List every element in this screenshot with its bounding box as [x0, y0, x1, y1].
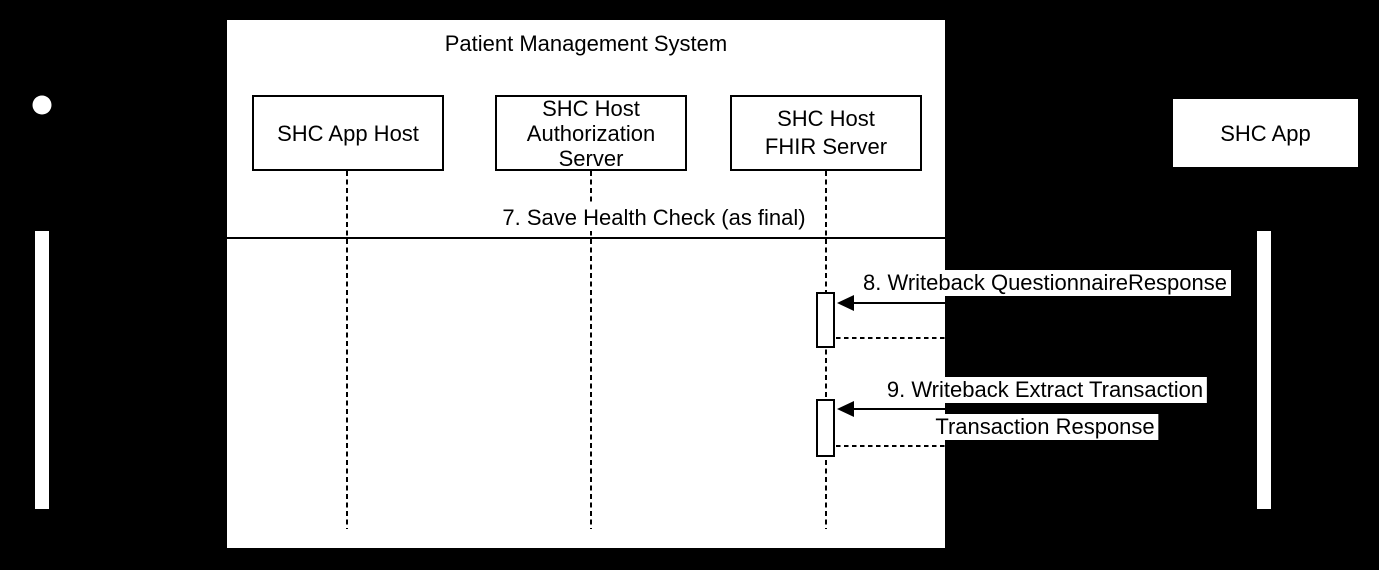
participant-label: SHC Host — [542, 95, 640, 121]
participant-label: SHC App Host — [277, 120, 419, 146]
message-9-arrowhead-icon — [837, 401, 854, 417]
message-9-return-arrowhead-icon — [1237, 438, 1254, 454]
participant-shc-host-authorization-server: SHC Host Authorization Server — [495, 95, 687, 171]
message-7-label: 7. Save Health Check (as final) — [498, 205, 810, 231]
activation-bar-actor — [33, 229, 51, 511]
system-boundary-title: Patient Management System — [444, 31, 728, 56]
message-7-arrowhead-icon — [1237, 230, 1254, 246]
message-8-return-arrowhead-icon — [1237, 330, 1254, 346]
activation-bar-fhir-message-9 — [816, 399, 835, 457]
participant-shc-host-fhir-server: SHC Host FHIR Server — [730, 95, 922, 171]
message-8-label: 8. Writeback QuestionnaireResponse — [858, 270, 1232, 296]
participant-label: Server — [558, 145, 624, 171]
activation-bar-fhir-message-8 — [816, 292, 835, 348]
actor-entity-circle-icon — [32, 95, 52, 115]
participant-label: FHIR Server — [764, 134, 888, 159]
participant-shc-app: SHC App — [1171, 97, 1360, 169]
participant-shc-app-host: SHC App Host — [252, 95, 444, 171]
message-9-label: 9. Writeback Extract Transaction — [882, 377, 1208, 403]
participant-label: Authorization — [526, 120, 656, 146]
participant-label: SHC App — [1220, 120, 1311, 146]
activation-bar-shc-app — [1255, 229, 1273, 511]
message-9-return-label: Transaction Response — [931, 414, 1159, 440]
participant-label: SHC Host — [777, 106, 875, 131]
message-8-arrowhead-icon — [837, 295, 854, 311]
